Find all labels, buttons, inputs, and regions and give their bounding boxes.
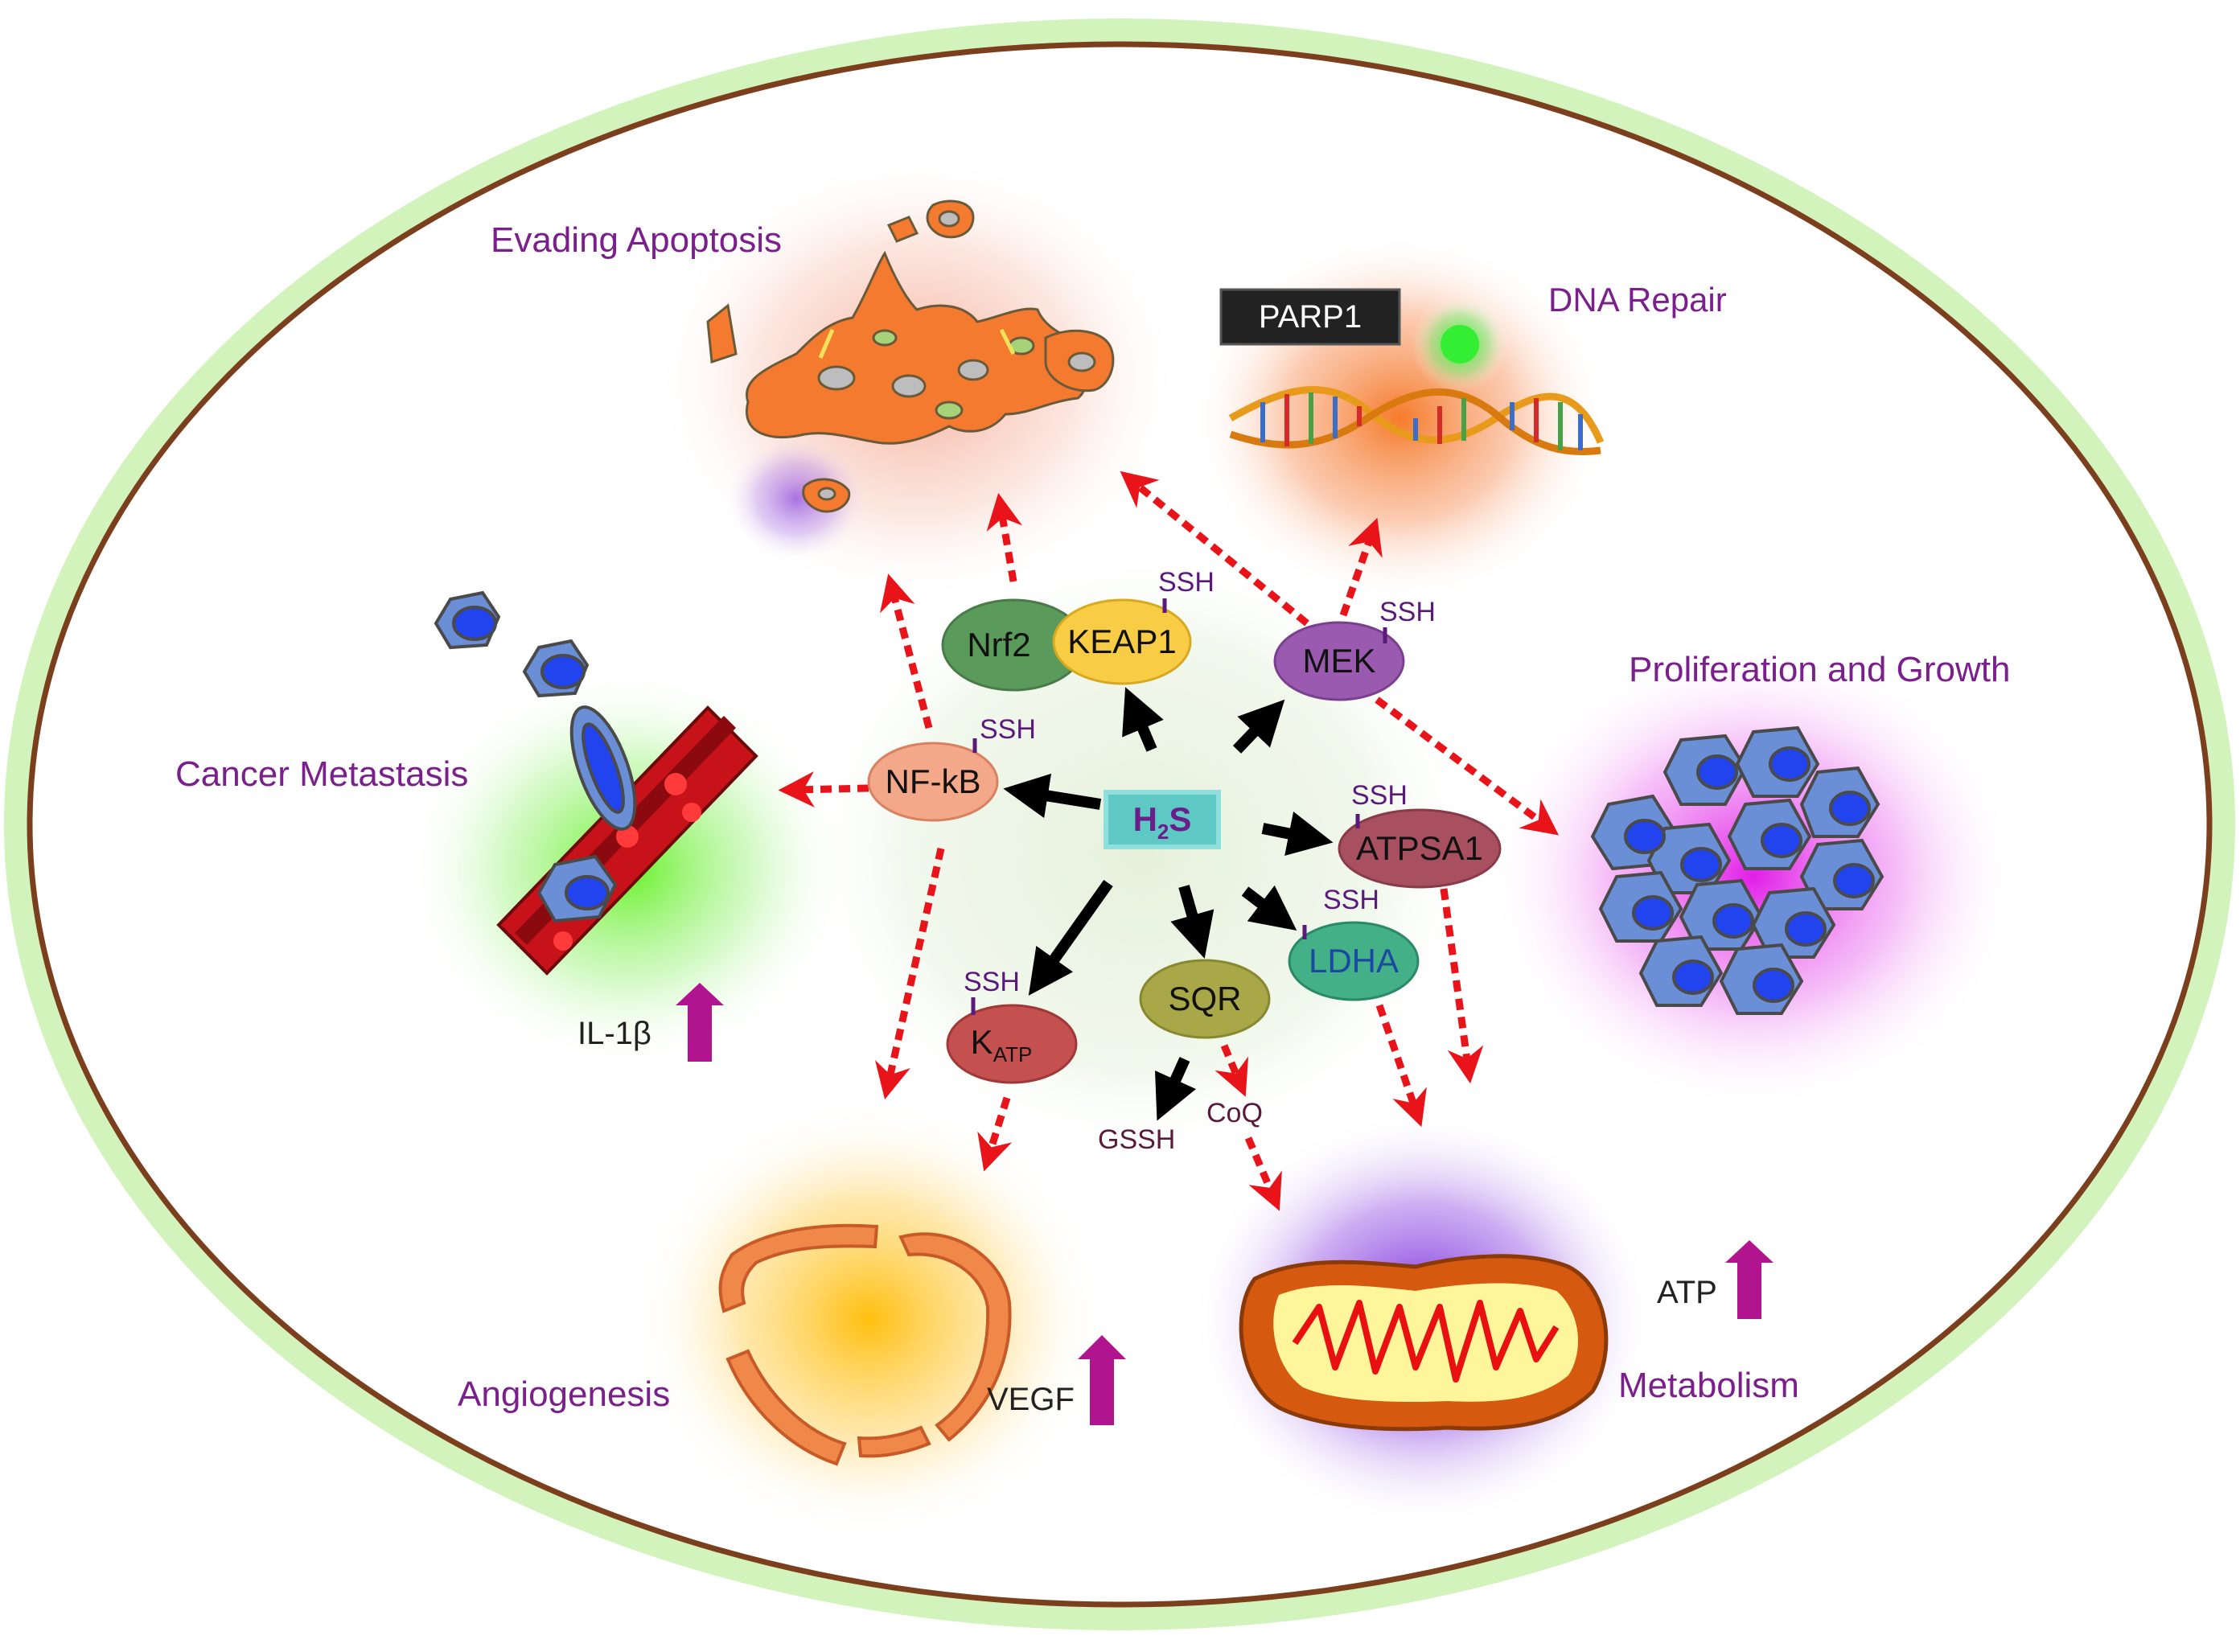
evading-apoptosis-label: Evading Apoptosis [491, 220, 782, 260]
arrow-atpsa1-to-metabolism [1440, 888, 1484, 1084]
arrow-sqr-to-coq [1215, 1044, 1249, 1097]
arrow-to-nfkb [1003, 773, 1102, 819]
katp-label: KATP [971, 1023, 1033, 1066]
arrow-katp-to-angiogenesis [977, 1096, 1013, 1172]
sqr-label: SQR [1168, 980, 1241, 1017]
arrow-to-ldha [1241, 885, 1297, 931]
ssh-tags [971, 598, 1387, 1015]
ldha-node [1288, 921, 1420, 1001]
up-arrow-icon-atp [1725, 1240, 1774, 1319]
coq-label: CoQ [1206, 1098, 1263, 1128]
effect-arrows [778, 471, 1560, 1211]
mek-label: MEK [1302, 642, 1375, 680]
arrow-nfkb-to-metastasis [778, 771, 869, 808]
il1b-label: IL-1β [577, 1016, 651, 1051]
h2s-label: H2S [1133, 800, 1192, 844]
arrow-nrf2-to-apoptosis [986, 492, 1022, 582]
nfkb-node [867, 742, 999, 822]
arrow-to-keap1 [1122, 687, 1164, 752]
ssh-label-katp: SSH [964, 967, 1020, 997]
angiogenesis-glow [635, 1102, 1102, 1536]
metabolism-label: Metabolism [1618, 1366, 1799, 1405]
mek-node [1273, 621, 1405, 701]
cell-glow [4, 18, 2235, 1630]
arrow-to-gssh [1154, 1057, 1197, 1121]
arrow-to-katp [1028, 879, 1113, 996]
angiogenesis-ring-icon [718, 1223, 1012, 1466]
apoptosis-glow-purple [724, 434, 869, 563]
ssh-label-mek: SSH [1379, 597, 1436, 627]
atpsa1-label: ATPSA1 [1356, 829, 1483, 867]
ldha-label: LDHA [1309, 942, 1399, 980]
ssh-label-nfkb: SSH [980, 714, 1036, 745]
arrow-nfkb-up-to-apoptosis [880, 573, 933, 729]
nrf2-label: Nrf2 [967, 626, 1030, 664]
atp-label: ATP [1657, 1275, 1717, 1310]
katp-node [946, 1004, 1078, 1084]
keap1-node [1052, 598, 1192, 685]
proliferation-label: Proliferation and Growth [1629, 650, 2010, 689]
arrow-mek-to-apoptosis [1120, 471, 1309, 627]
parp-green-dot [1441, 325, 1479, 364]
nfkb-label: NF-kB [886, 762, 981, 800]
vegf-label: VEGF [987, 1382, 1075, 1417]
h2s-box [1104, 790, 1221, 849]
arrow-to-atpsa1 [1261, 812, 1334, 856]
arrow-to-sqr [1170, 885, 1215, 959]
ssh-label-atpsa1: SSH [1351, 780, 1408, 811]
proliferation-glow [1488, 643, 2019, 1110]
arrow-to-mek [1232, 699, 1285, 754]
angiogenesis-label: Angiogenesis [458, 1375, 670, 1414]
metastatic-cell-icon [434, 590, 637, 923]
mitochondrion-icon [1239, 1254, 1609, 1432]
parp1-box [1219, 288, 1401, 346]
arrow-nfkb-to-angiogenesis [874, 848, 945, 1099]
apoptotic-cell-icon [706, 199, 1115, 513]
keap1-label: KEAP1 [1067, 623, 1176, 660]
parp1-label: PARP1 [1259, 299, 1362, 335]
h2s-arrows [1003, 687, 1334, 1121]
cancer-metastasis-label: Cancer Metastasis [175, 754, 468, 794]
ssh-label-ldha: SSH [1323, 885, 1379, 915]
cancer-cell-icon [1590, 725, 1884, 1015]
ssh-label-keap1: SSH [1158, 567, 1215, 598]
arrow-mek-to-dna [1339, 517, 1383, 617]
up-arrow-icon-vegf [1078, 1335, 1126, 1425]
sqr-node [1139, 959, 1271, 1039]
dna-repair-label: DNA Repair [1548, 281, 1727, 318]
arrow-mek-to-proliferation [1375, 697, 1560, 836]
gssh-label: GSSH [1098, 1124, 1175, 1155]
up-arrow-icon [676, 983, 724, 1062]
arrow-coq-to-metabolism [1244, 1136, 1282, 1211]
dna-icon [1228, 386, 1605, 455]
atpsa1-node [1338, 808, 1502, 889]
